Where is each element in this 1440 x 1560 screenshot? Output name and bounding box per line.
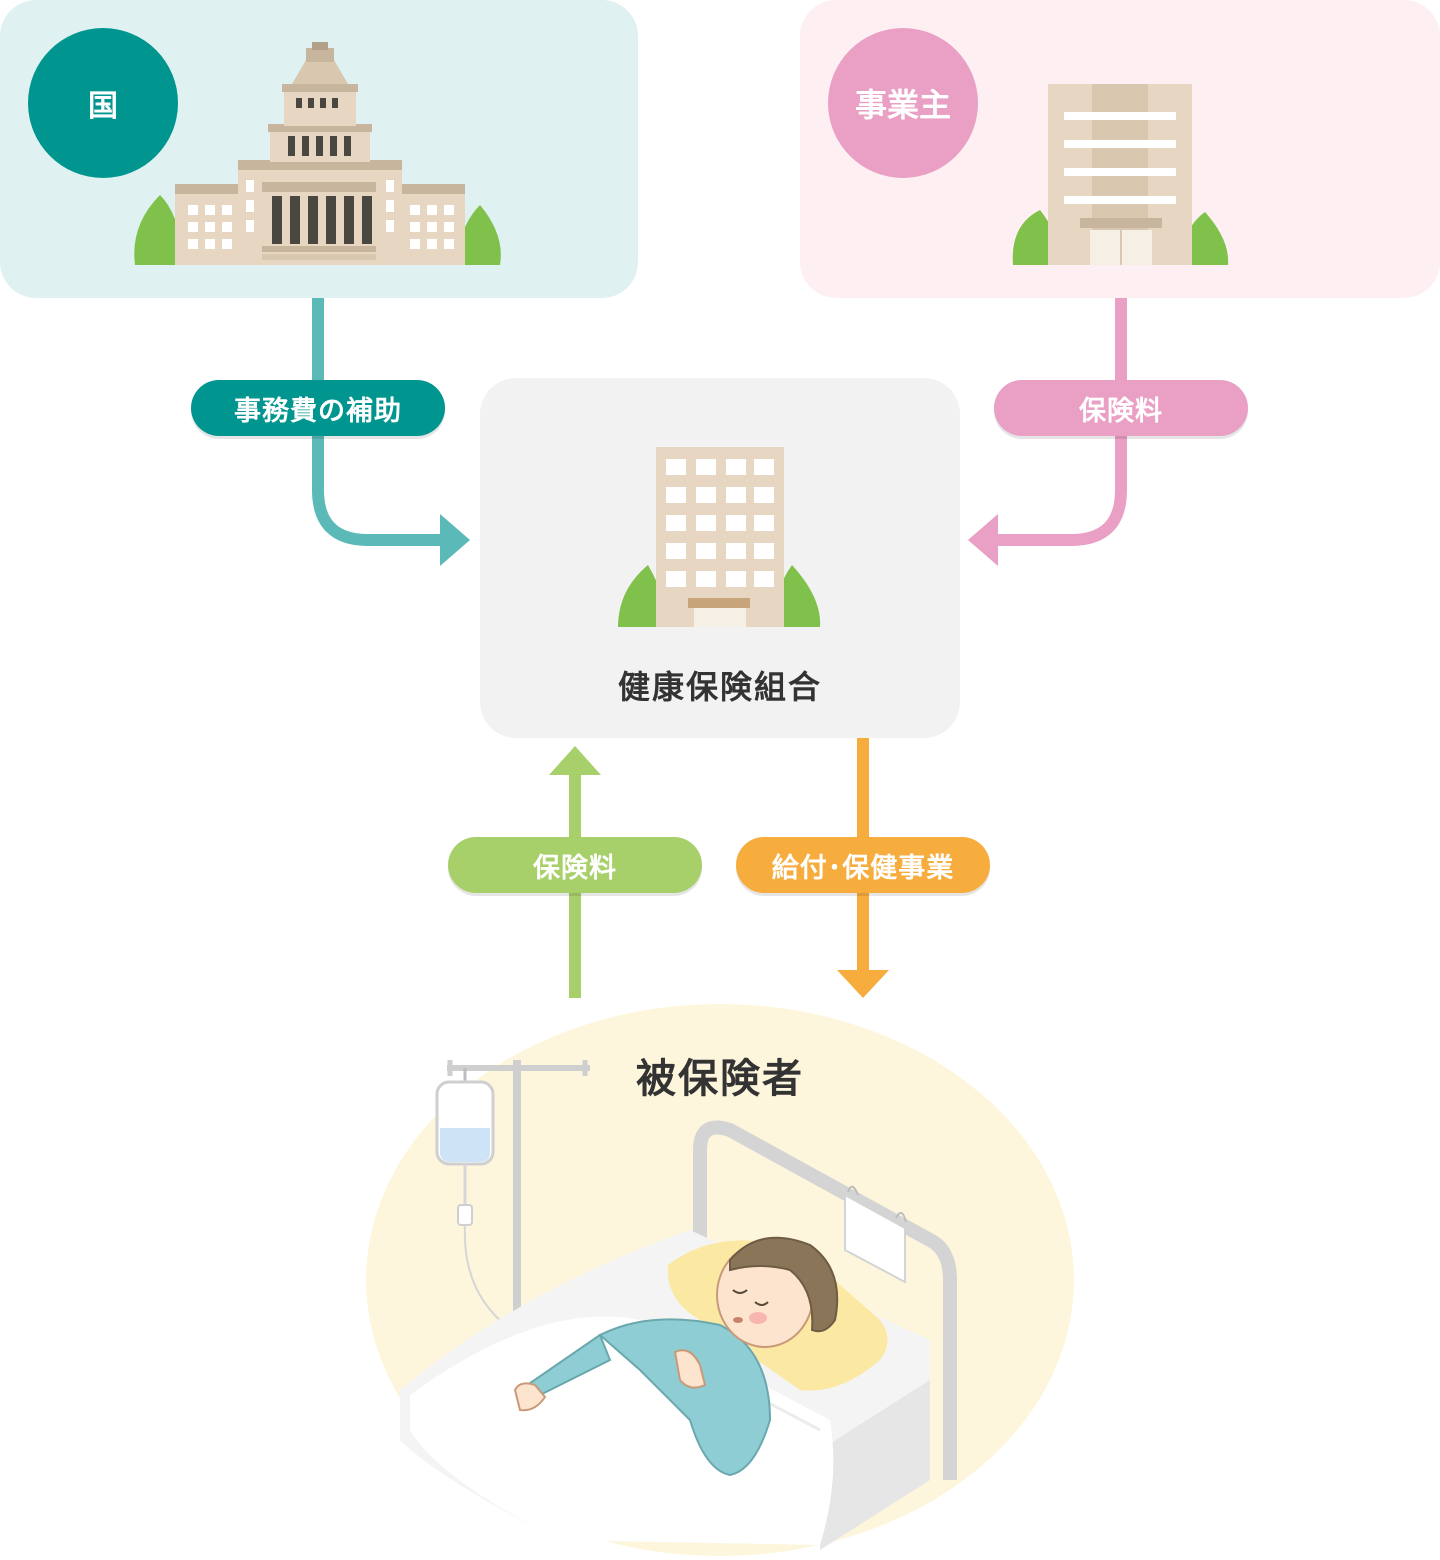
insured-premium-flow-label: 保険料 <box>448 837 702 893</box>
employer-premium-flow-label: 保険料 <box>994 380 1248 436</box>
country-badge: 国 <box>28 28 178 178</box>
benefits-flow-label: 給付･保健事業 <box>736 837 990 893</box>
subsidy-flow-label: 事務費の補助 <box>191 380 445 436</box>
employer-badge: 事業主 <box>828 28 978 178</box>
country-label: 国 <box>88 89 118 124</box>
employer-label: 事業主 <box>854 86 951 124</box>
insured-label: 被保険者 <box>636 1056 804 1102</box>
union-label: 健康保険組合 <box>617 668 822 706</box>
